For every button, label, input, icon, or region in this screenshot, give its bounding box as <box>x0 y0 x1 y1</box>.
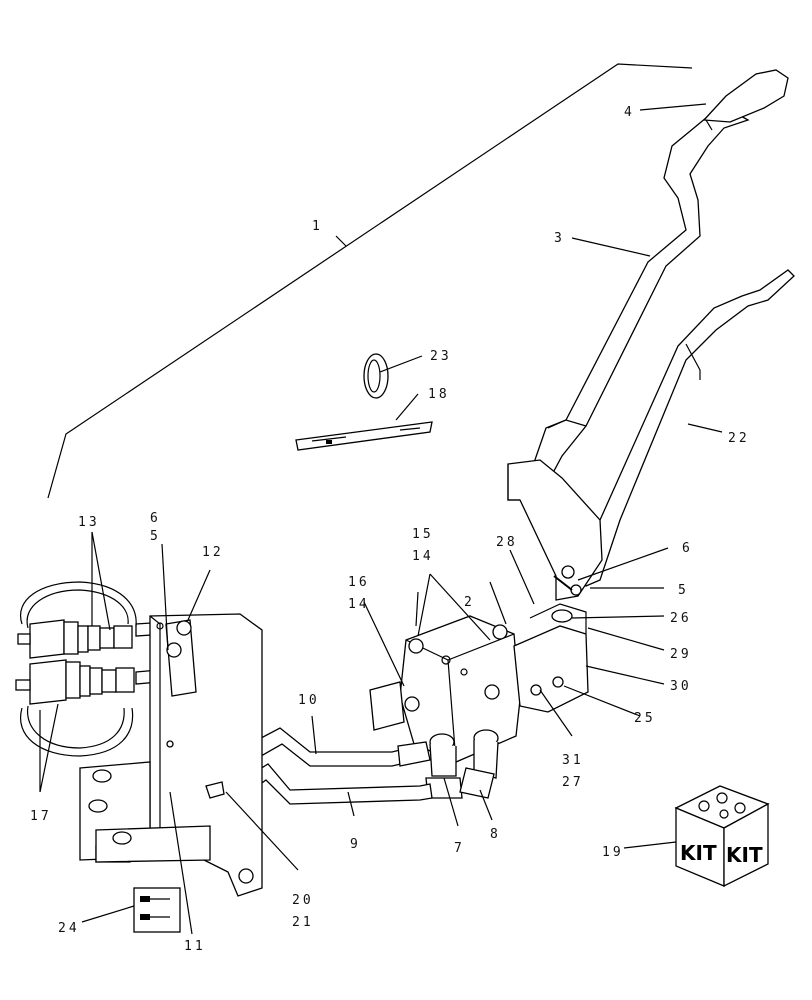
callout-labels: 1 2 3 4 5 5 6 6 7 8 9 10 11 12 13 14 14 … <box>30 105 750 954</box>
pipe-clamp-12 <box>165 619 197 697</box>
callout-26: 26 <box>670 611 692 626</box>
callout-11: 11 <box>184 939 206 954</box>
kit-label-right: KIT <box>726 843 763 867</box>
callout-21: 21 <box>292 915 314 930</box>
callout-3: 3 <box>554 231 565 246</box>
control-lever-3 <box>527 109 750 483</box>
callout-5-left: 5 <box>150 529 161 544</box>
callout-18: 18 <box>428 387 450 402</box>
callout-6-right: 6 <box>682 541 693 556</box>
callout-16: 16 <box>348 575 370 590</box>
callout-24: 24 <box>58 921 80 936</box>
fitting-7 <box>425 733 463 799</box>
control-valve-2 <box>369 615 521 763</box>
callout-7: 7 <box>454 841 465 856</box>
callout-8: 8 <box>490 827 501 842</box>
callout-12: 12 <box>202 545 224 560</box>
callout-17: 17 <box>30 809 52 824</box>
callout-20: 20 <box>292 893 314 908</box>
plug-23 <box>363 353 389 399</box>
callout-2: 2 <box>464 595 475 610</box>
assembly-bracket-line <box>47 63 693 499</box>
callout-5-right: 5 <box>678 583 689 598</box>
callout-14-upper: 14 <box>412 549 434 564</box>
callout-22: 22 <box>728 431 750 446</box>
hydraulic-line-9 <box>235 763 433 805</box>
kit-box-19: KIT KIT <box>674 785 770 888</box>
pin-20 <box>205 781 225 799</box>
lever-mount-plate <box>507 459 603 601</box>
decal-18 <box>295 421 433 451</box>
kit-label-left: KIT <box>680 841 717 865</box>
callout-4: 4 <box>624 105 635 120</box>
callout-30: 30 <box>670 679 692 694</box>
callout-27: 27 <box>562 775 584 790</box>
quick-coupler-17 <box>15 659 135 705</box>
callout-9: 9 <box>350 837 361 852</box>
leader-lines <box>39 103 723 935</box>
callout-1: 1 <box>312 219 323 234</box>
control-lever-22 <box>567 269 795 587</box>
quick-coupler-13 <box>17 619 133 659</box>
valve-bracket <box>513 565 589 713</box>
hydraulic-line-10 <box>245 727 431 767</box>
callout-6-left: 6 <box>150 511 161 526</box>
callout-13: 13 <box>78 515 100 530</box>
callout-23: 23 <box>430 349 452 364</box>
callout-15: 15 <box>412 527 434 542</box>
fitting-8 <box>459 729 499 799</box>
lever-grip-4 <box>702 69 789 131</box>
callout-31: 31 <box>562 753 584 768</box>
base-plate <box>79 761 211 863</box>
callout-10: 10 <box>298 693 320 708</box>
callout-25: 25 <box>634 711 656 726</box>
callout-14-lower: 14 <box>348 597 370 612</box>
dust-cap-strap <box>20 581 137 757</box>
callout-28: 28 <box>496 535 518 550</box>
instruction-sheet-24 <box>133 887 181 933</box>
callout-19: 19 <box>602 845 624 860</box>
callout-29: 29 <box>670 647 692 662</box>
